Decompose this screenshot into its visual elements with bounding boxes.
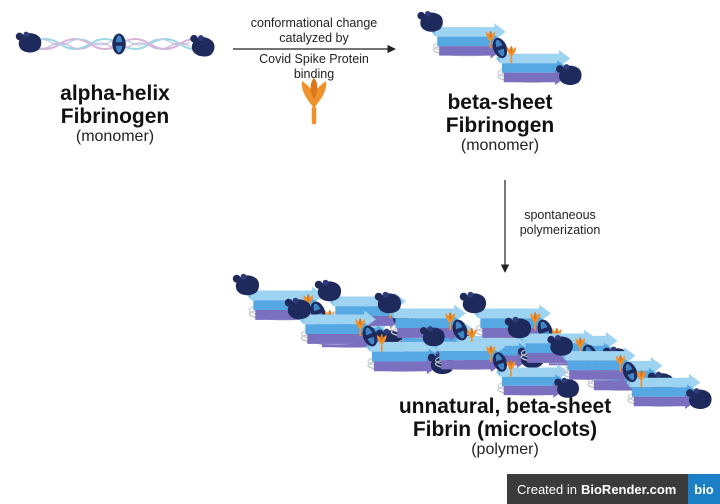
badge-prefix: Created in: [517, 481, 577, 497]
fibrin-title-line1: unnatural, beta-sheet: [398, 395, 612, 418]
fibrin-polymer-icon: [233, 274, 712, 409]
alpha-title-line2: Fibrinogen: [60, 105, 170, 128]
polymerization-label: spontaneous polymerization: [500, 208, 620, 238]
alpha-subtitle: (monomer): [75, 128, 155, 145]
spike-line2: binding: [293, 67, 335, 81]
badge-brand: BioRender.com: [580, 481, 677, 497]
poly-line1: spontaneous: [524, 208, 596, 222]
beta-subtitle: (monomer): [460, 137, 540, 154]
biorender-logo-icon: bio: [688, 474, 720, 504]
spike-binding-label: Covid Spike Protein binding: [233, 52, 395, 82]
beta-title-line1: beta-sheet: [447, 91, 553, 114]
spike-protein-icon: [301, 78, 327, 125]
beta-sheet-label: beta-sheet Fibrinogen (monomer): [410, 91, 590, 155]
conf-line2: catalyzed by: [279, 31, 349, 45]
fibrin-subtitle: (polymer): [471, 441, 539, 458]
beta-title-line2: Fibrinogen: [445, 114, 555, 137]
conf-line1: conformational change: [250, 16, 378, 30]
alpha-title-line1: alpha-helix: [60, 82, 170, 105]
poly-line2: polymerization: [519, 223, 601, 237]
fibrin-title-line2: Fibrin (microclots): [412, 418, 598, 441]
alpha-helix-fibrinogen-icon: [15, 31, 217, 59]
spike-line1: Covid Spike Protein: [259, 52, 369, 66]
conformational-change-label: conformational change catalyzed by: [233, 16, 395, 46]
biorender-badge[interactable]: Created in BioRender.com bio: [507, 474, 720, 504]
alpha-helix-label: alpha-helix Fibrinogen (monomer): [25, 82, 205, 146]
fibrin-label: unnatural, beta-sheet Fibrin (microclots…: [375, 395, 635, 459]
beta-sheet-fibrinogen-icon: [417, 11, 581, 85]
